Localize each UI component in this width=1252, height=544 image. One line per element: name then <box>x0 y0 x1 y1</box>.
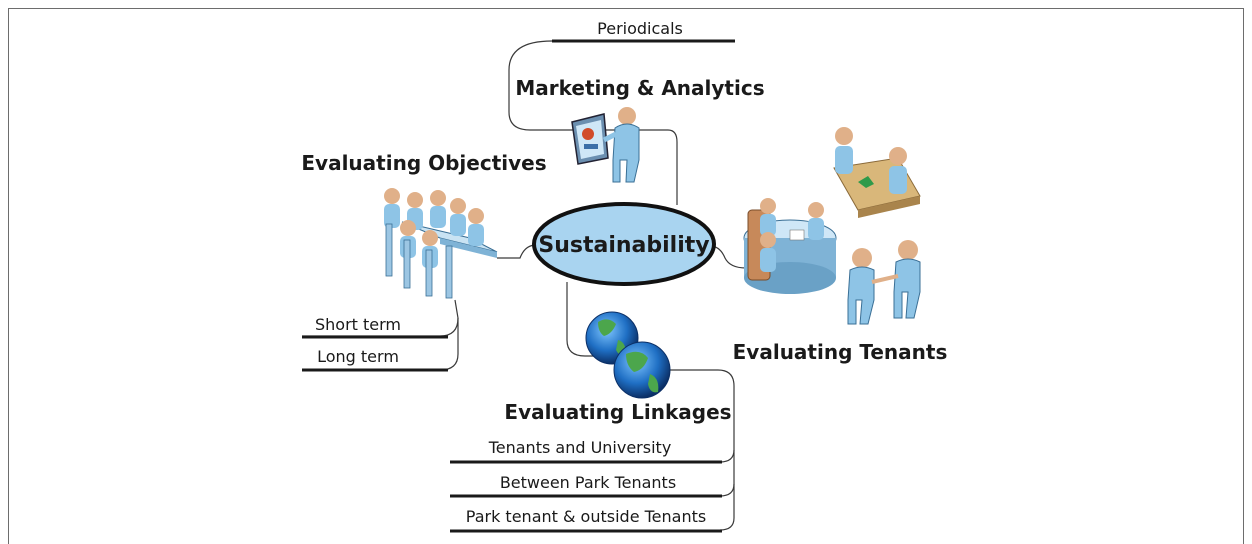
linkage-item-1: Tenants and University <box>488 438 672 457</box>
linkages-node: Evaluating Linkages Tenants and Universi… <box>450 311 732 533</box>
long-term-label: Long term <box>317 347 399 366</box>
meeting-table-icon <box>743 198 837 294</box>
connector-objectives <box>497 244 537 259</box>
connector-linkage-1 <box>450 369 735 463</box>
tenants-title: Evaluating Tenants <box>733 340 948 364</box>
marketing-node: Periodicals Marketing & Analytics <box>515 19 765 183</box>
marketing-title: Marketing & Analytics <box>515 76 764 100</box>
short-term-label: Short term <box>315 315 401 334</box>
connector-linkages-globe <box>566 282 598 357</box>
connector-linkage-3 <box>719 484 735 531</box>
connector-marketing <box>508 40 678 205</box>
connector-tenants <box>709 245 747 269</box>
tenants-node: Evaluating Tenants <box>733 127 948 364</box>
center-label: Sustainability <box>538 233 709 258</box>
presentation-icon <box>571 107 640 183</box>
globe-icon-2 <box>613 341 671 399</box>
desk-meeting-icon <box>833 127 921 218</box>
central-node: Sustainability <box>532 202 716 286</box>
objectives-title: Evaluating Objectives <box>301 151 546 175</box>
periodicals-label: Periodicals <box>597 19 683 38</box>
meeting-room-icon <box>384 188 498 299</box>
linkage-item-3: Park tenant & outside Tenants <box>466 507 706 526</box>
linkage-item-2: Between Park Tenants <box>500 473 676 492</box>
handshake-icon <box>847 240 921 325</box>
objectives-node: Evaluating Objectives Short term Long te… <box>301 151 547 372</box>
linkages-title: Evaluating Linkages <box>504 400 731 424</box>
diagram-frame <box>8 8 1244 544</box>
